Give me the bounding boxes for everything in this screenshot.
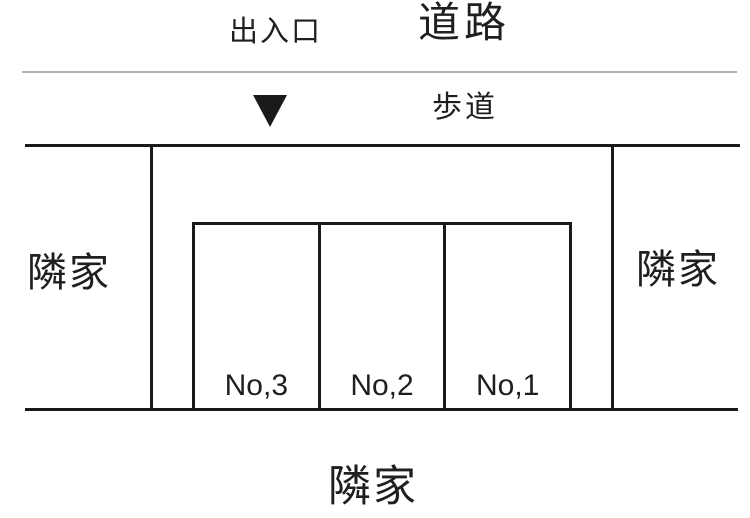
neighbor-right-label: 隣家 — [636, 248, 720, 292]
rear-boundary-line — [25, 408, 738, 411]
road-sidewalk-divider-line — [22, 71, 737, 73]
road-label: 道路 — [418, 0, 511, 46]
parking-stall-label: No,2 — [350, 369, 414, 402]
entrance-arrow-icon — [253, 95, 287, 127]
parking-stall-1: No,1 — [443, 225, 569, 411]
parking-stall-label: No,1 — [475, 369, 540, 402]
left-boundary-line — [150, 144, 153, 411]
parking-stall-label: No,3 — [224, 369, 289, 402]
parking-area: No,3 No,2 No,1 — [192, 222, 572, 411]
parking-stall-3: No,3 — [195, 225, 318, 411]
neighbor-bottom-label: 隣家 — [328, 463, 418, 511]
front-boundary-line — [25, 144, 740, 147]
right-boundary-line — [611, 144, 614, 411]
neighbor-left-label: 隣家 — [27, 251, 111, 295]
entrance-label: 出入口 — [229, 16, 323, 48]
parking-stall-2: No,2 — [317, 225, 444, 411]
sidewalk-label: 歩道 — [432, 91, 498, 124]
